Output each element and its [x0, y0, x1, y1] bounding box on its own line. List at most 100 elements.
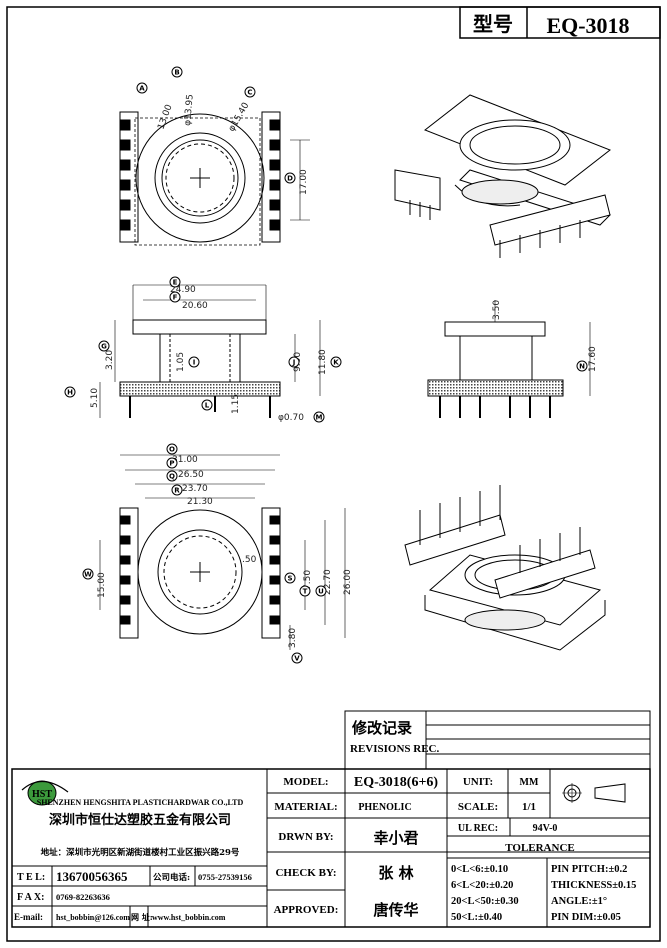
unit-label: UNIT: [463, 776, 493, 788]
svg-text:A: A [139, 85, 145, 93]
tolerance-label: TOLERANCE [505, 842, 574, 854]
svg-text:G: G [101, 343, 107, 351]
callout-n: N [576, 360, 588, 372]
callout-o: O [166, 443, 178, 455]
callout-h: H [64, 386, 76, 398]
svg-text:V: V [294, 655, 300, 663]
ul-rec-label: UL REC: [458, 823, 498, 834]
company-name-en: SHENZHEN HENGSHITA PLASTICHARDWAR CO.,LT… [37, 798, 244, 807]
top-left-comb [119, 111, 139, 243]
svg-text:M: M [316, 414, 323, 422]
callout-m: M [313, 411, 325, 423]
svg-text:D: D [287, 175, 293, 183]
svg-text:O: O [169, 446, 175, 454]
check-by-label: CHECK BY: [275, 867, 336, 879]
model-label: 型号 [473, 12, 513, 36]
company-address: 地址：深圳市光明区新湖街道楼村工业区振兴路29号 [41, 847, 240, 858]
dim-26-00: 26.00 [343, 569, 353, 595]
callout-v: V [291, 652, 303, 664]
top-right-comb [261, 111, 281, 243]
tel-label: T E L: [17, 872, 45, 883]
ul-rec-value: 94V-0 [533, 823, 558, 834]
dim-5-10: 5.10 [90, 388, 100, 408]
svg-text:W: W [84, 571, 92, 579]
dim-1-05: 1.05 [176, 352, 186, 372]
dim-26-50: 26.50 [178, 470, 204, 480]
svg-text:S: S [287, 575, 292, 583]
dim-23-70: 23.70 [182, 484, 208, 494]
svg-text:E: E [173, 279, 178, 287]
callout-c: C [244, 86, 256, 98]
dim-21-30: 21.30 [187, 497, 213, 507]
drawn-by-value: 幸小君 [373, 829, 418, 847]
tolerance-row-2: 6<L<20:±0.20 [451, 880, 513, 891]
svg-text:T: T [303, 588, 308, 596]
callout-a: A [136, 82, 148, 94]
tolerance-row-3: 20<L<50:±0.30 [451, 896, 519, 907]
projection-symbol-icon [562, 783, 626, 803]
svg-text:P: P [169, 460, 174, 468]
dim-phi-0-70: φ0.70 [278, 413, 304, 423]
drawn-by-label: DRWN BY: [278, 831, 333, 843]
callout-t: T [299, 585, 311, 597]
svg-text:U: U [318, 588, 324, 596]
callout-markers: A B C D E F G H I J K L M N O P Q R S T … [64, 66, 588, 664]
unit-value: MM [520, 777, 539, 788]
bottom-view [99, 454, 346, 650]
dim-0-50: .50 [242, 555, 257, 565]
callout-d: D [284, 172, 296, 184]
dim-phi-13-95: φ13.95 [183, 94, 196, 126]
dim-15-00: 15.00 [97, 572, 107, 598]
side-view [427, 300, 591, 418]
svg-text:L: L [205, 402, 210, 410]
svg-text:R: R [174, 487, 180, 495]
pin-dim: PIN DIM:±0.05 [551, 912, 621, 923]
svg-text:I: I [193, 359, 196, 367]
title-block-grid [11, 768, 651, 928]
callout-w: W [82, 568, 94, 580]
material-value: PHENOLIC [358, 802, 411, 813]
dim-20-60: 20.60 [182, 301, 208, 311]
top-view [119, 111, 310, 246]
company-logo: HST [21, 780, 69, 806]
company-name-cn: 深圳市恒仕达塑胶五金有限公司 [49, 812, 231, 828]
dim-1-15: 1.15 [231, 394, 241, 414]
thickness: THICKNESS±0.15 [551, 880, 636, 891]
dim-31-00: 31.00 [172, 455, 198, 465]
callout-k: K [330, 356, 342, 368]
tolerance-row-1: 0<L<6:±0.10 [451, 864, 508, 875]
callout-g: G [98, 340, 110, 352]
svg-text:Q: Q [169, 473, 175, 481]
material-label: MATERIAL: [274, 801, 337, 813]
dim-22-70: 22.70 [323, 569, 333, 595]
svg-text:K: K [333, 359, 339, 367]
svg-text:H: H [67, 389, 73, 397]
dim-3-80: 3.80 [288, 628, 298, 648]
approved-value: 唐传华 [373, 901, 418, 919]
approved-label: APPROVED: [274, 904, 339, 916]
scale-label: SCALE: [458, 801, 498, 813]
dim-17-00: 17.00 [299, 169, 309, 195]
dim-3-50: 3.50 [492, 300, 502, 320]
callout-f: F [169, 291, 181, 303]
scale-value: 1/1 [522, 801, 536, 813]
pin-pitch: PIN PITCH:±0.2 [551, 864, 627, 875]
callout-j: J [288, 356, 300, 368]
revisions-title-en: REVISIONS REC. [350, 743, 439, 755]
sheet-border [6, 6, 661, 942]
callout-e: E [169, 276, 181, 288]
svg-text:C: C [247, 89, 252, 97]
iso-view-bottom [404, 485, 606, 651]
callout-s: S [284, 572, 296, 584]
dim-11-80: 11.80 [318, 349, 328, 375]
callout-r: R [171, 484, 183, 496]
model-value: EQ-3018 [546, 13, 629, 38]
revisions-title-cn: 修改记录 [351, 719, 412, 737]
fax-value: 0769-82263636 [56, 892, 110, 902]
email-value: hst_bobbin@126.com [56, 913, 130, 922]
model-field-value: EQ-3018(6+6) [354, 775, 439, 790]
dim-3-20: 3.20 [105, 350, 115, 370]
front-view [99, 284, 321, 418]
svg-text:N: N [579, 363, 585, 371]
model-field-label: MODEL: [283, 776, 328, 788]
